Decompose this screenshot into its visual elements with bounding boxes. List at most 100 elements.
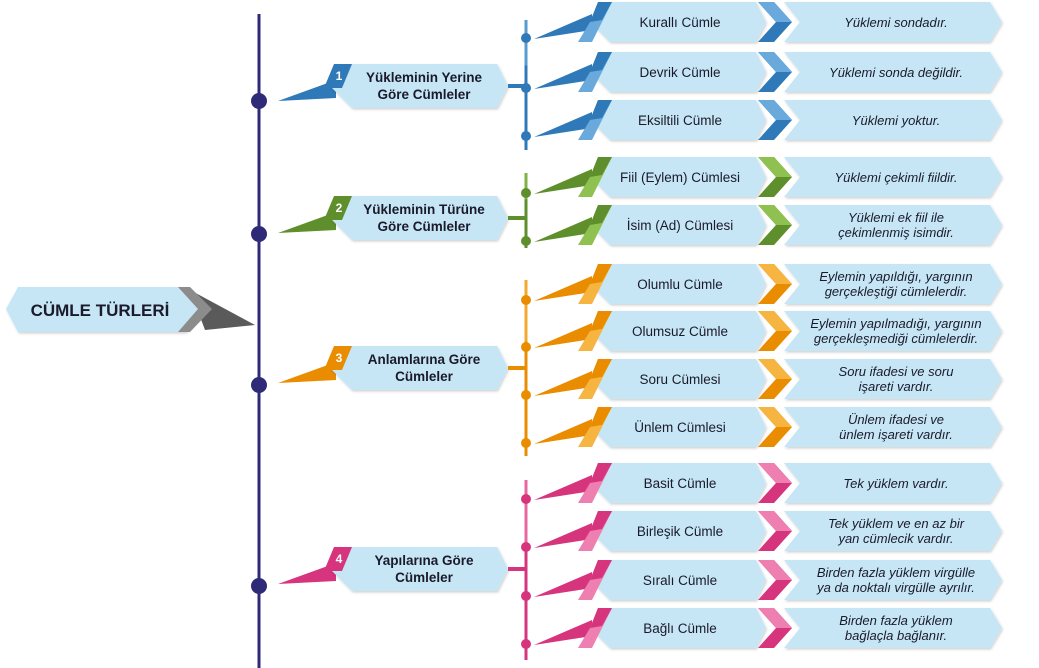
sentence-type-label: Sıralı Cümle	[643, 573, 717, 588]
sentence-type-row: Olumlu Cümle Eylemin yapıldığı, yargınıng…	[521, 264, 1002, 305]
description-text: çekimlenmiş isimdir.	[838, 225, 954, 240]
chevron-arrow-highlight	[758, 311, 792, 331]
type-box	[590, 359, 766, 399]
type-tail	[534, 169, 592, 194]
category-number-badge	[324, 64, 352, 88]
category-label: Cümleler	[395, 369, 454, 384]
chevron-arrow-highlight	[758, 608, 792, 628]
chevron-arrow-highlight	[758, 463, 792, 483]
description-box	[784, 264, 1002, 304]
branch-node	[521, 438, 531, 448]
branch-node	[521, 342, 531, 352]
type-box	[590, 100, 766, 140]
description-box	[784, 511, 1002, 551]
category-tail	[278, 563, 336, 584]
category-label: Yapılarına Göre	[374, 553, 474, 568]
chevron-arrow-highlight	[758, 157, 792, 177]
description-text: Yüklemi yoktur.	[852, 113, 940, 128]
category-number-badge	[324, 196, 352, 220]
description-text: gerçekleştiği cümlelerdir.	[825, 284, 968, 299]
description-text: Tek yüklem vardır.	[843, 476, 948, 491]
description-text: Soru ifadesi ve soru	[839, 364, 954, 379]
type-flap-shade	[590, 608, 612, 628]
title-chevron	[178, 287, 212, 332]
chevron-arrow-highlight	[758, 100, 792, 120]
spine-node	[251, 578, 267, 594]
category-box	[330, 64, 508, 108]
branch-node	[521, 188, 531, 198]
type-box	[590, 52, 766, 92]
description-text: ya da noktalı virgülle ayrılır.	[816, 580, 975, 595]
type-flap-shade	[590, 407, 612, 427]
sentence-type-label: Fiil (Eylem) Cümlesi	[620, 170, 740, 185]
sentence-type-label: Eksiltili Cümle	[638, 113, 722, 128]
description-text: Eylemin yapıldığı, yargının	[819, 269, 972, 284]
type-box	[590, 511, 766, 551]
category-label: Cümleler	[395, 570, 454, 585]
category-tail	[278, 80, 336, 101]
title-box-shape	[6, 287, 206, 332]
description-box	[784, 560, 1002, 600]
branch-node	[521, 295, 531, 305]
type-tail	[534, 64, 592, 89]
type-flap-shade	[590, 463, 612, 483]
branch-node	[521, 542, 531, 552]
description-box	[784, 359, 1002, 399]
category-number: 2	[336, 201, 343, 215]
category-number-badge	[324, 547, 352, 571]
category-number: 4	[336, 552, 343, 566]
title-tail	[190, 290, 255, 330]
branch-node	[521, 131, 531, 141]
type-box	[590, 608, 766, 648]
chevron-arrow-highlight	[758, 359, 792, 379]
description-text: ünlem işareti vardır.	[839, 427, 953, 442]
type-box	[590, 2, 766, 42]
type-box	[590, 407, 766, 447]
description-text: Ünlem ifadesi ve	[848, 412, 944, 427]
type-box	[590, 205, 766, 245]
description-box	[784, 52, 1002, 92]
type-tail	[534, 371, 592, 396]
branch-node	[521, 494, 531, 504]
type-tail	[534, 14, 592, 39]
chevron-arrow-highlight	[758, 511, 792, 531]
type-tail	[534, 475, 592, 500]
type-flap-shade	[590, 560, 612, 580]
description-box	[784, 2, 1002, 42]
type-tail	[534, 620, 592, 645]
sentence-type-label: Soru Cümlesi	[639, 372, 720, 387]
description-text: yan cümlecik vardır.	[837, 531, 953, 546]
type-box	[590, 311, 766, 351]
category-tail	[278, 212, 336, 233]
category-box	[330, 196, 508, 240]
description-box	[784, 311, 1002, 351]
sentence-type-label: Olumlu Cümle	[637, 277, 723, 292]
category-label: Yükleminin Yerine	[366, 70, 483, 85]
type-tail	[534, 112, 592, 137]
description-text: Yüklemi çekimli fiildir.	[834, 170, 957, 185]
description-text: bağlaçla bağlanır.	[845, 628, 947, 643]
type-tail	[534, 419, 592, 444]
type-tail	[534, 276, 592, 301]
title-layer: CÜMLE TÜRLERİ	[6, 287, 255, 332]
type-box	[590, 463, 766, 503]
type-box	[590, 157, 766, 197]
branch-node	[521, 639, 531, 649]
description-box	[784, 407, 1002, 447]
chevron-arrow-highlight	[758, 52, 792, 72]
description-text: gerçekleşmediği cümlelerdir.	[814, 331, 978, 346]
spine-node	[251, 226, 267, 242]
type-tail	[534, 572, 592, 597]
description-box	[784, 157, 1002, 197]
description-text: Birden fazla yüklem	[839, 613, 953, 628]
type-flap-shade	[590, 511, 612, 531]
title-box: CÜMLE TÜRLERİ	[6, 287, 255, 332]
